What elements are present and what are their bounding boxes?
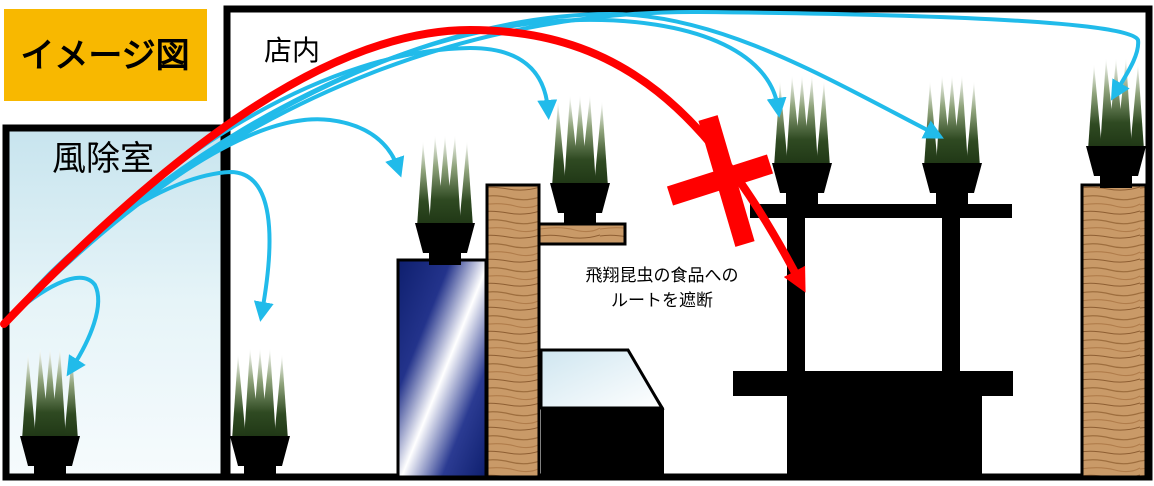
wood-plank — [537, 222, 627, 246]
annotation-line-1: 飛翔昆虫の食品への — [586, 266, 739, 286]
store-label: 店内 — [264, 34, 320, 67]
badge-label: イメージ図 — [20, 36, 189, 76]
insect-trap-plant-icon — [230, 348, 290, 478]
food-counter — [787, 371, 982, 477]
display-case-glass — [539, 348, 665, 410]
insect-trap-plant-icon — [772, 75, 832, 205]
insect-trap-plant-icon — [922, 75, 982, 205]
store-room — [223, 5, 1153, 481]
route-right-plant — [26, 9, 1141, 302]
shelf-leg-right — [942, 204, 960, 374]
insect-trap-plant-icon — [550, 95, 610, 225]
insect-trap-plant-icon — [1086, 58, 1146, 188]
refrigerator — [396, 258, 488, 479]
cross-mark-icon — [666, 115, 774, 247]
wood-shelf — [485, 183, 541, 479]
insect-trap-plant-icon — [415, 135, 475, 265]
right-wood-shelf — [1080, 183, 1148, 479]
vestibule-label: 風除室 — [52, 139, 154, 179]
badge — [4, 9, 207, 101]
annotation-line-2: ルートを遮断 — [611, 291, 713, 311]
